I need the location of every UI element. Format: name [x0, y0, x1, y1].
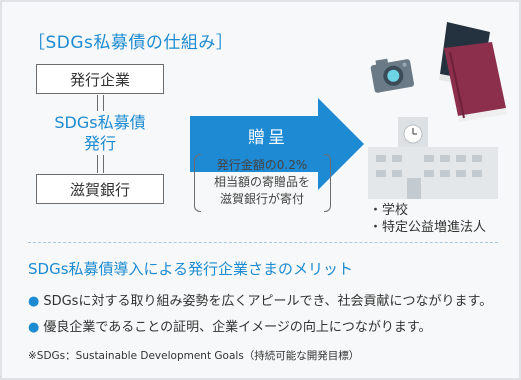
issue-label-line1: SDGs私募債: [54, 113, 146, 132]
connector-top: [97, 95, 104, 111]
bank-label: 滋賀銀行: [69, 180, 130, 199]
merit-title: SDGs私募債導入による発行企業さまのメリット: [28, 260, 354, 278]
merit-item: ●SDGsに対する取り組み姿勢を広くアピールでき、社会貢献につながります。: [28, 290, 492, 309]
diagram-title: ［SDGs私募債の仕組み］: [28, 33, 234, 53]
connector-bottom: [97, 155, 104, 173]
note-line-2: 相当額の寄贈品を: [213, 175, 310, 189]
merit-item: ●優良企業であることの証明、企業イメージの向上につながります。: [28, 316, 432, 335]
note-line-1: 発行金額の0.2%: [216, 158, 308, 172]
issue-label-line2: 発行: [83, 134, 116, 153]
issuer-label: 発行企業: [69, 70, 130, 89]
note-bracket-left: [194, 154, 201, 212]
donation-note: 発行金額の0.2% 相当額の寄贈品を 滋賀銀行が寄付: [200, 157, 324, 208]
recipient-illustration: [368, 22, 507, 199]
note-bracket-right: [324, 154, 331, 212]
camera-icon: [370, 58, 414, 93]
issue-label: SDGs私募債 発行: [28, 112, 172, 154]
note-line-3: 滋賀銀行が寄付: [219, 192, 304, 206]
bullet-icon: ●: [28, 294, 40, 309]
footnote: ※SDGs：Sustainable Development Goals（持続可能…: [28, 350, 360, 362]
recipient-list: ・学校 ・特定公益増進法人: [369, 202, 486, 236]
bank-box: 滋賀銀行: [36, 174, 164, 204]
merit-item-text: SDGsに対する取り組み姿勢を広くアピールでき、社会貢献につながります。: [43, 294, 493, 309]
books-icon: [439, 22, 507, 122]
issuer-box: 発行企業: [36, 64, 164, 94]
gift-arrow: [190, 98, 364, 190]
arrow-label: 贈呈: [248, 128, 288, 148]
recipient-public-interest-corp: ・特定公益増進法人: [369, 220, 487, 235]
merit-item-text: 優良企業であることの証明、企業イメージの向上につながります。: [43, 320, 432, 335]
school-building-icon: [368, 117, 498, 199]
bullet-icon: ●: [28, 320, 40, 335]
recipient-school: ・学校: [369, 203, 409, 218]
section-divider: [28, 242, 498, 243]
